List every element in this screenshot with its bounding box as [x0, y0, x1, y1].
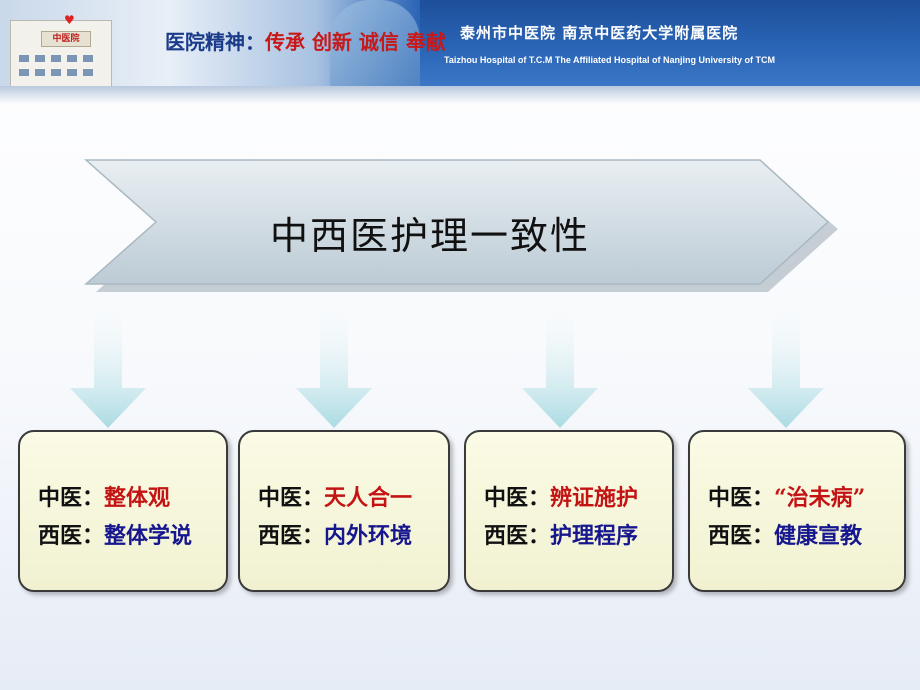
- western-value: 健康宣教: [774, 523, 863, 549]
- page-title: 中西医护理一致性: [269, 214, 590, 258]
- header-banner: 中医院 ♥ 医院精神：传承 创新 诚信 奉献 泰州市中医院 南京中医药大学附属医…: [0, 0, 920, 86]
- down-arrow-icon: [70, 296, 146, 428]
- western-label: 西医：: [38, 523, 105, 549]
- tcm-value: 整体观: [104, 485, 171, 511]
- banner-photo: 中医院 ♥ 医院精神：传承 创新 诚信 奉献: [0, 0, 446, 86]
- western-line: 西医：内外环境: [258, 518, 412, 550]
- hospital-building-image: 中医院: [10, 20, 112, 86]
- hospital-name-en: Taizhou Hospital of T.C.M The Affiliated…: [444, 55, 776, 65]
- down-arrow-icon: [748, 296, 824, 428]
- slogan-prefix: 医院精神：: [165, 30, 265, 54]
- western-label: 西医：: [258, 523, 325, 549]
- down-arrow-icon: [296, 296, 372, 428]
- tcm-label: 中医：: [258, 485, 325, 511]
- heart-logo-icon: ♥: [64, 13, 75, 27]
- concept-box-prevention: 中医：“治未病” 西医：健康宣教: [688, 430, 906, 592]
- tcm-line: 中医：“治未病”: [708, 480, 865, 512]
- building-sign: 中医院: [41, 31, 91, 47]
- tcm-line: 中医：辨证施护: [484, 480, 638, 512]
- western-value: 整体学说: [104, 523, 193, 549]
- tcm-value: 天人合一: [324, 485, 413, 511]
- down-arrow-icon: [522, 296, 598, 428]
- tcm-label: 中医：: [38, 485, 105, 511]
- western-value: 内外环境: [324, 523, 413, 549]
- tcm-value: 辨证施护: [550, 485, 639, 511]
- hospital-slogan: 医院精神：传承 创新 诚信 奉献: [165, 26, 446, 55]
- concept-box-holism: 中医：整体观 西医：整体学说: [18, 430, 228, 592]
- tcm-label: 中医：: [708, 485, 775, 511]
- title-arrow-shape: [84, 159, 838, 292]
- tcm-line: 中医：整体观: [38, 480, 170, 512]
- western-label: 西医：: [484, 523, 551, 549]
- western-label: 西医：: [708, 523, 775, 549]
- doctor-image: [330, 0, 420, 86]
- banner-divider: [0, 86, 920, 104]
- western-line: 西医：健康宣教: [708, 518, 862, 550]
- tcm-line: 中医：天人合一: [258, 480, 412, 512]
- concept-box-environment: 中医：天人合一 西医：内外环境: [238, 430, 450, 592]
- tcm-label: 中医：: [484, 485, 551, 511]
- western-value: 护理程序: [550, 523, 639, 549]
- slogan-values: 传承 创新 诚信 奉献: [265, 30, 446, 54]
- hospital-name: 泰州市中医院 南京中医药大学附属医院: [460, 24, 739, 42]
- western-line: 西医：护理程序: [484, 518, 638, 550]
- tcm-value: “治未病”: [774, 485, 866, 511]
- concept-box-process: 中医：辨证施护 西医：护理程序: [464, 430, 674, 592]
- western-line: 西医：整体学说: [38, 518, 192, 550]
